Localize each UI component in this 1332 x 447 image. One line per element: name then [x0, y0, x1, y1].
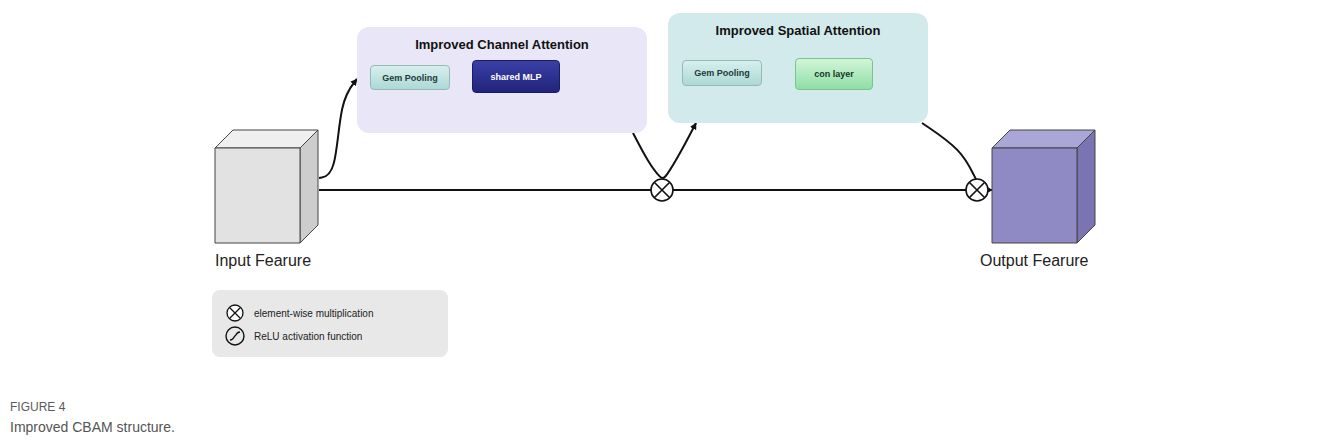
cube-side-face: [1077, 130, 1095, 243]
box-label: con layer: [814, 69, 854, 79]
cube-front-face: [215, 148, 300, 243]
feature-label: Input Fearure: [215, 252, 311, 270]
box-label: shared MLP: [490, 72, 541, 82]
legend-entry: ReLU activation function: [224, 326, 362, 346]
activation-curve: [230, 332, 240, 340]
process-box: con layer: [795, 58, 873, 90]
feature-label: Output Fearure: [980, 252, 1089, 270]
activation-symbol: [224, 326, 246, 346]
cube-figure: [975, 128, 1102, 248]
legend-entry: element-wise multiplication: [224, 303, 374, 323]
box-label: Gem Pooling: [382, 73, 438, 83]
multiply-cross: [230, 308, 241, 319]
panel-title: Improved Spatial Attention: [668, 23, 928, 38]
attention-panel: Gem Pooling shared MLP Improved Channel At…: [357, 27, 647, 133]
legend-text: element-wise multiplication: [254, 308, 374, 319]
legend-text: ReLU activation function: [254, 331, 362, 342]
cube-figure: [213, 128, 325, 248]
multiply-circle: [966, 179, 988, 201]
cube-front-face: [992, 148, 1077, 243]
legend-box: element-wise multiplicationReLU activati…: [212, 290, 448, 357]
multiply-cross: [655, 183, 670, 198]
feature-cube: Input Fearure: [213, 128, 353, 273]
connector-arrow: [633, 123, 696, 178]
multiply-symbol: [651, 179, 673, 201]
cube-side-face: [300, 130, 318, 243]
process-box: Gem Pooling: [682, 60, 762, 86]
process-box: Gem Pooling: [370, 65, 450, 90]
process-box: shared MLP: [472, 60, 560, 93]
feature-cube: Output Fearure: [975, 128, 1120, 273]
attention-panel: Gem Pooling con layer Improved Spatial Att…: [668, 13, 928, 123]
box-label: Gem Pooling: [694, 68, 750, 78]
multiply-symbol: [966, 179, 988, 201]
multiply-cross: [970, 183, 985, 198]
activation-circle: [226, 327, 244, 345]
connector-arrow: [319, 79, 357, 178]
figure-caption: Improved CBAM structure.: [10, 419, 175, 435]
multiply-symbol: [224, 303, 246, 323]
panel-title: Improved Channel Attention: [357, 37, 647, 52]
multiply-circle: [227, 305, 243, 321]
figure-number: FIGURE 4: [10, 400, 65, 414]
multiply-circle: [651, 179, 673, 201]
